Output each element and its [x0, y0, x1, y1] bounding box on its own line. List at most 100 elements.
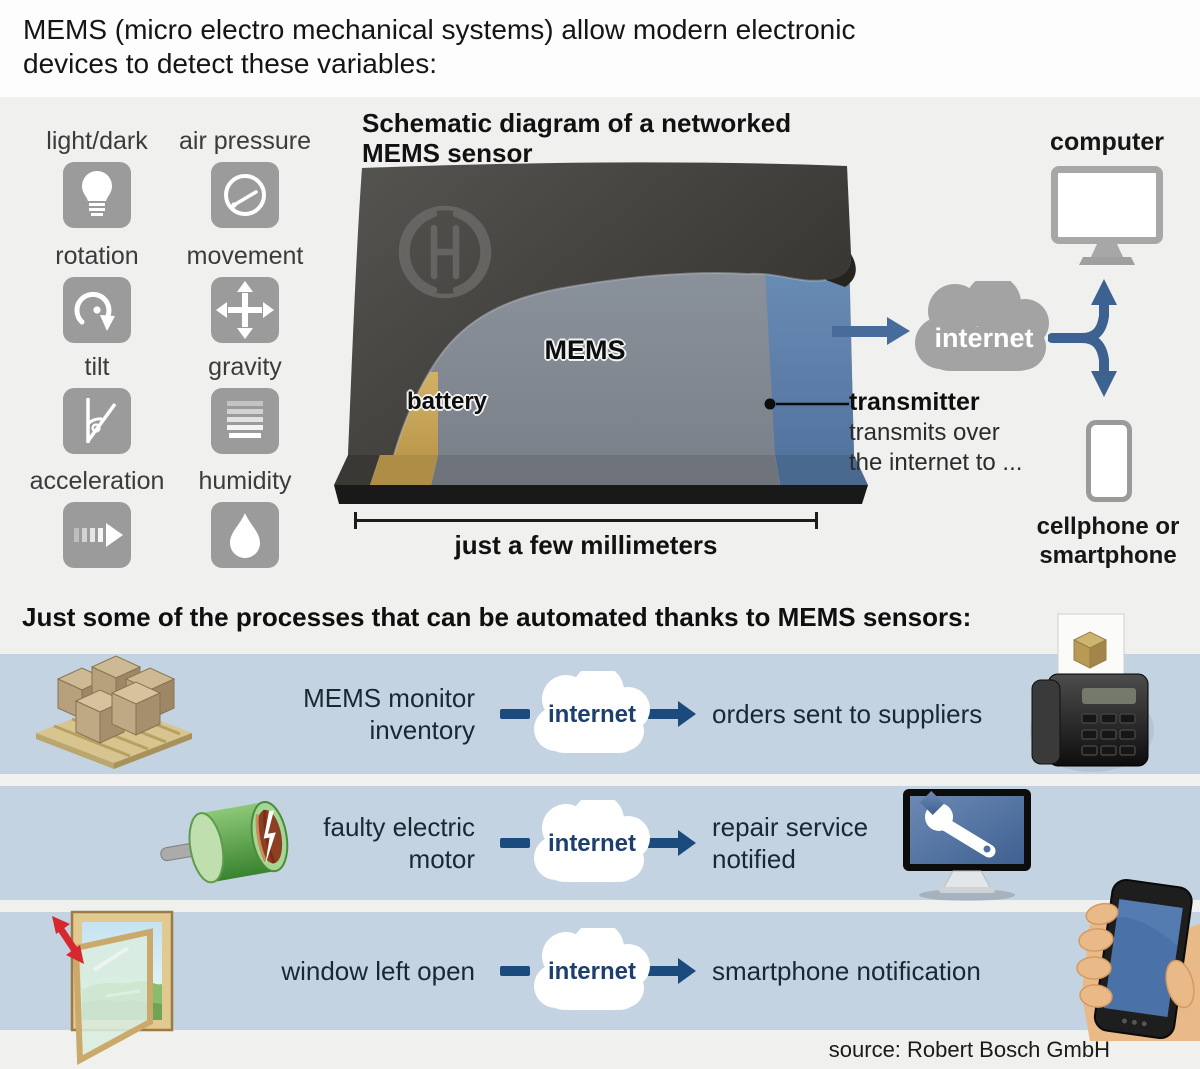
mems-chip-illustration: [334, 162, 868, 504]
acceleration-icon: [63, 502, 131, 568]
gravity-icon: [211, 388, 279, 454]
casing-fold: [826, 254, 856, 287]
transmitter-description: transmits over the internet to ...: [849, 418, 1022, 478]
internet-cloud-small: internet: [530, 928, 654, 1014]
transmitter-layer: [765, 258, 854, 455]
result-line1: orders sent to suppliers: [712, 699, 983, 729]
sensor-rotation: rotation: [22, 241, 172, 348]
process-result: orders sent to suppliers: [712, 698, 1072, 730]
monitor-wrench-icon: [903, 789, 1031, 901]
header-bar: MEMS (micro electro mechanical systems) …: [0, 0, 1200, 97]
computer-label: computer: [1050, 128, 1164, 156]
internet-cloud-label: internet: [547, 830, 636, 857]
result-line1: repair service: [712, 812, 869, 842]
internet-connector: internet: [500, 928, 696, 1014]
connector-dash: [500, 966, 530, 976]
trigger-line1: MEMS monitor: [303, 683, 475, 713]
sensor-label: gravity: [208, 353, 282, 381]
fax-machine-icon: [1030, 613, 1154, 772]
right-arrow-icon: [648, 830, 696, 856]
schematic-title-line1: Schematic diagram of a networked: [362, 108, 792, 138]
movement-icon: [211, 277, 279, 343]
right-arrow-icon: [648, 701, 696, 727]
cloud-shape: [534, 928, 650, 1010]
tilt-icon: [63, 388, 131, 454]
internet-cloud-small: internet: [530, 800, 654, 886]
process-trigger: faulty electric motor: [145, 811, 475, 875]
pallet-boxes-icon: [36, 655, 192, 769]
source-credit: source: Robert Bosch GmbH: [828, 1037, 1110, 1062]
sensor-movement: movement: [170, 241, 320, 348]
process-row-inventory: MEMS monitor inventory internet order: [0, 654, 1200, 774]
wrench-icon: [919, 790, 996, 858]
casing-bevel: [334, 455, 380, 485]
schematic-title-line2: MEMS sensor: [362, 138, 533, 168]
internet-cloud-label: internet: [934, 323, 1034, 353]
rotation-icon: [63, 277, 131, 343]
sensor-label: light/dark: [46, 127, 148, 155]
sensor-humidity: humidity: [170, 466, 320, 573]
sensor-label: movement: [186, 242, 304, 270]
hand-smartphone-icon: [1076, 879, 1200, 1041]
internet-cloud-small: internet: [530, 671, 654, 757]
process-result: repair service notified: [712, 811, 1072, 875]
cloud-branch-arrows: [1048, 279, 1117, 397]
page-title-line2: devices to detect these variables:: [23, 48, 438, 79]
transmitter-desc-line2: the internet to ...: [849, 449, 1023, 476]
battery-bevel: [370, 455, 438, 485]
chip-to-internet-arrow: [832, 317, 910, 345]
trigger-line2: inventory: [369, 715, 476, 745]
sensor-air-pressure: air pressure: [170, 126, 320, 233]
computer-monitor-stand: [1079, 244, 1135, 265]
transmitter-desc-line1: transmits over: [849, 419, 1000, 446]
right-arrow-icon: [648, 958, 696, 984]
internet-cloud-label: internet: [547, 958, 636, 985]
sensor-gravity: gravity: [170, 352, 320, 459]
result-line1: smartphone notification: [712, 956, 981, 986]
trigger-line2: motor: [408, 844, 475, 874]
smartphone-label-line2: smartphone: [1039, 542, 1177, 569]
process-trigger: window left open: [145, 955, 475, 987]
chip-casing: [348, 162, 852, 455]
transmitter-title: transmitter: [849, 388, 980, 416]
result-line2: notified: [712, 844, 796, 874]
process-result: smartphone notification: [712, 955, 1072, 987]
mems-bevel: [431, 455, 780, 485]
chip-base: [334, 485, 868, 504]
internet-connector: internet: [500, 800, 696, 886]
trigger-line1: faulty electric: [323, 812, 475, 842]
smartphone-icon: [1086, 420, 1132, 502]
transmitter-callout-dot: [764, 398, 776, 410]
sensor-label: tilt: [84, 353, 110, 381]
scale-measure-line: [354, 512, 818, 529]
bosch-logo: [398, 205, 492, 299]
smartphone-label: cellphone or smartphone: [1018, 512, 1198, 570]
processes-heading: Just some of the processes that can be a…: [22, 602, 972, 632]
internet-cloud-label: internet: [547, 701, 636, 728]
connector-dash: [500, 709, 530, 719]
cloud-shape: [534, 800, 650, 882]
computer-monitor-icon: [1051, 166, 1163, 244]
transmitter-bevel: [775, 455, 868, 485]
process-row-window: window left open internet smartphone not…: [0, 912, 1200, 1030]
process-trigger: MEMS monitor inventory: [145, 682, 475, 746]
cloud-shape: [534, 671, 650, 753]
bulb-icon: [63, 162, 131, 228]
sensor-label: acceleration: [29, 467, 165, 495]
mems-chip-label: MEMS: [544, 335, 626, 365]
open-window-icon: [52, 910, 174, 1065]
fingers: [1076, 902, 1195, 1009]
peel-edge-highlight: [393, 271, 827, 456]
sensor-label: air pressure: [179, 127, 311, 155]
window-motion-arrow: [52, 916, 84, 964]
trigger-line1: window left open: [281, 956, 475, 986]
smartphone-label-line1: cellphone or: [1036, 513, 1180, 540]
battery-chip-label: battery: [406, 388, 488, 415]
electric-motor-icon: [160, 800, 289, 884]
cloud-shape: [915, 281, 1049, 371]
page-title-line1: MEMS (micro electro mechanical systems) …: [23, 14, 856, 45]
sensor-acceleration: acceleration: [22, 466, 172, 573]
schematic-title: Schematic diagram of a networked MEMS se…: [362, 108, 791, 168]
scale-measure-label: just a few millimeters: [454, 530, 718, 560]
